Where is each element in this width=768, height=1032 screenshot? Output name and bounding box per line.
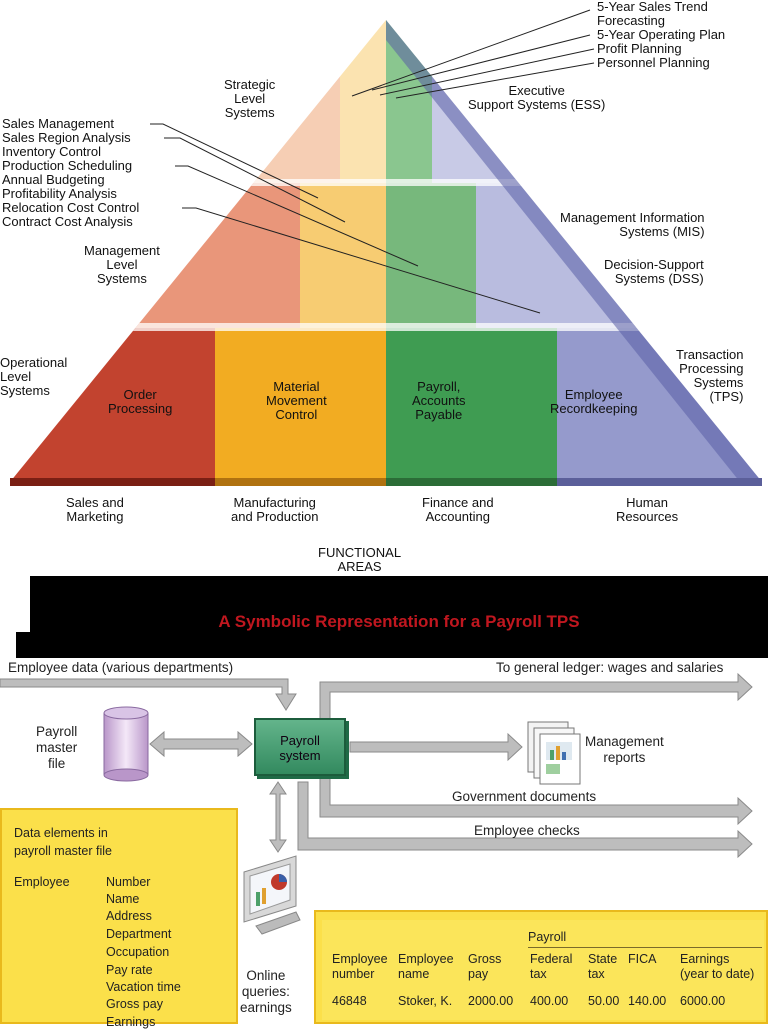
strategic-app-operating-plan: 5-Year Operating Plan [597,27,726,42]
table-cell-earnings: 6000.00 [680,994,726,1008]
arrow-employee-checks [297,781,753,859]
leader-operating-plan [371,34,591,91]
employee-label: Employee [14,875,70,889]
op-app-payroll: Payroll, Accounts Payable [412,379,466,422]
query-inner-panel [322,920,764,1020]
leader-personnel [395,62,595,99]
band-finance-management [386,183,476,328]
table-cell-name: Stoker, K. [398,994,453,1008]
leader-sales-mgmt [150,123,319,199]
leader-region [164,137,346,223]
functional-areas-title: FUNCTIONAL AREAS [318,545,402,574]
leader-relocation [182,207,541,314]
label-ess: Executive Support Systems (ESS) [468,83,606,112]
band-mfg-operational [215,328,386,482]
online-queries-label: Online queries: earnings [240,968,292,1015]
query-result-box: Payroll Employee number Employee name Gr… [314,910,768,1024]
payroll-title: A Symbolic Representation for a Payroll … [218,612,580,631]
master-file-cylinder [103,706,149,782]
management-reports-label: Management reports [585,734,664,765]
general-ledger-label: To general ledger: wages and salaries [496,660,724,675]
data-elements-box: Data elements in payroll master file Emp… [0,808,238,1029]
op-app-order-processing: Order Processing [108,387,173,416]
band-mfg-strategic [340,20,386,183]
arrow-master-file [149,730,253,758]
pyramid-diagram [10,9,762,486]
table-group-header-payroll: Payroll [528,930,567,944]
strategic-app-forecasting: 5-Year Sales Trend Forecasting [597,0,708,28]
field-address: Address [106,909,152,923]
area-sales-marketing: Sales and Marketing [66,495,124,524]
label-operational-level: Operational Level Systems [0,355,68,398]
data-elements-title: Data elements in payroll master file [14,826,112,858]
table-cell-state-tax: 50.00 [588,994,620,1008]
arrow-employee-data [0,678,297,711]
mgmt-app-contract: Contract Cost Analysis [2,214,133,229]
master-file-label: Payroll master file [36,724,78,771]
band-finance-operational [386,328,557,482]
band-mfg-management [300,183,386,328]
table-cell-federal-tax: 400.00 [530,994,569,1008]
report-pages-icon [527,721,581,785]
label-tps: Transaction Processing Systems (TPS) [676,347,744,404]
strategic-app-profit-planning: Profit Planning [597,41,682,56]
mgmt-app-sales-management: Sales Management [2,116,115,131]
label-management-level: Management Level Systems [84,243,160,286]
area-human-resources: Human Resources [616,495,679,524]
table-cell-gross-pay: 2000.00 [468,994,514,1008]
field-earnings: Earnings [106,1015,156,1029]
employee-checks-label: Employee checks [474,823,580,838]
field-occupation: Occupation [106,945,170,959]
employee-data-label: Employee data (various departments) [8,660,234,675]
mgmt-app-production: Production Scheduling [2,158,133,173]
leader-prod-sched [175,165,419,267]
arrow-management-reports [349,732,523,762]
pyramid-side-shadow [386,20,762,482]
area-finance: Finance and Accounting [422,495,494,524]
op-app-employee-recordkeeping: Employee Recordkeeping [550,387,638,416]
op-app-material-movement: Material Movement Control [266,379,327,422]
mgmt-app-inventory: Inventory Control [2,144,101,159]
arrow-online-queries [269,781,287,853]
label-dss: Decision-Support Systems (DSS) [604,257,704,286]
strategic-app-personnel-planning: Personnel Planning [597,55,710,70]
banner-edge [16,632,30,658]
payroll-title-banner: A Symbolic Representation for a Payroll … [30,576,768,658]
table-group-rule [528,947,762,948]
table-cell-number: 46848 [332,994,367,1008]
payroll-system-box: Payroll system [254,718,346,776]
leader-profit-planning [379,48,595,96]
mgmt-app-budgeting: Annual Budgeting [2,172,105,187]
table-header-employee-number: Employee number [332,952,388,981]
mgmt-app-relocation: Relocation Cost Control [2,200,140,215]
arrow-government-documents [319,761,753,826]
label-mis: Management Information Systems (MIS) [560,210,705,239]
table-header-earnings: Earnings (year to date) [680,952,755,981]
leader-forecasting [351,9,591,97]
field-name: Name [106,892,140,906]
table-cell-fica: 140.00 [628,994,667,1008]
mgmt-app-profitability: Profitability Analysis [2,186,117,201]
field-department: Department [106,927,172,941]
area-manufacturing: Manufacturing and Production [231,495,319,524]
label-strategic-level: Strategic Level Systems [224,77,276,120]
field-gross-pay: Gross pay [106,997,163,1011]
table-header-fica: FICA [628,952,657,966]
table-header-state-tax: State tax [588,952,618,981]
field-pay-rate: Pay rate [106,963,153,977]
government-documents-label: Government documents [452,789,597,804]
separator-strategic [10,179,762,186]
separator-management [10,323,762,331]
field-vacation-time: Vacation time [106,980,181,994]
table-header-employee-name: Employee name [398,952,454,981]
payroll-flow-diagram [0,672,753,935]
monitor-icon [243,855,301,935]
table-header-federal-tax: Federal tax [530,952,573,981]
mgmt-app-sales-region: Sales Region Analysis [2,130,131,145]
table-header-gross-pay: Gross pay [468,952,502,981]
field-number: Number [106,875,151,889]
